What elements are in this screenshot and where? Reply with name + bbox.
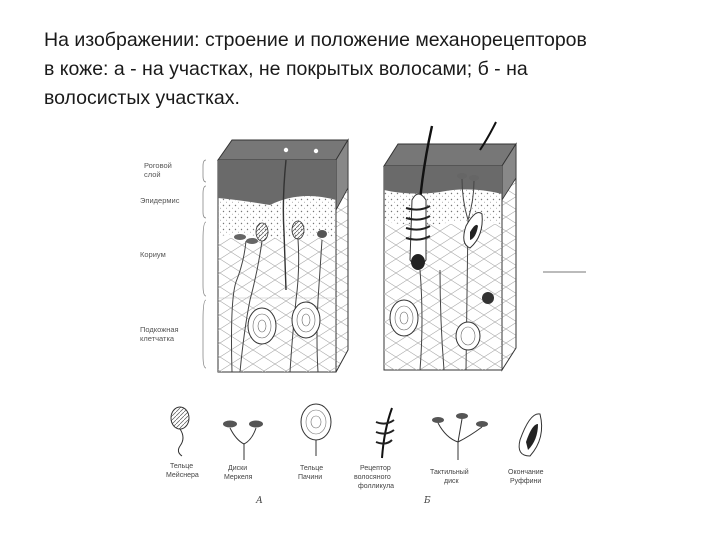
figure-caption: На изображении: строение и положение мех…	[44, 26, 684, 113]
receptor-label: Тельце	[300, 465, 323, 472]
tactile-disc-icon	[432, 413, 488, 460]
receptor-label: Мейснера	[166, 471, 199, 479]
receptor-label: диск	[444, 478, 459, 485]
panel-mark-a: А	[255, 496, 263, 506]
label-subcutis-2: клетчатка	[140, 334, 175, 343]
label-dermis: Кориум	[140, 250, 166, 259]
receptor-label: Диски	[228, 465, 247, 472]
hair-follicle-receptor-icon	[375, 407, 395, 459]
label-subcutis-1: Подкожная	[140, 325, 179, 334]
label-epidermis: Эпидермис	[140, 196, 180, 205]
receptor-label: Пачини	[298, 474, 322, 481]
skin-block-a	[217, 138, 349, 373]
label-stratum-corneum-2: слой	[144, 170, 161, 179]
ruffini-ending-icon	[518, 413, 543, 457]
skin-block-b	[383, 121, 517, 372]
receptor-label: фолликула	[358, 483, 394, 490]
meissner-corpuscle-icon	[170, 406, 190, 457]
receptor-label: Руффини	[510, 478, 541, 485]
caption-line-3: волосистых участках.	[44, 87, 240, 109]
receptor-label: волосяного	[354, 474, 391, 481]
receptor-label: Рецептор	[360, 465, 391, 472]
receptor-label: Тельце	[170, 463, 193, 470]
merkel-disc-icon	[223, 420, 263, 460]
label-stratum-corneum-1: Роговой	[144, 161, 172, 170]
caption-line-2: в коже: а - на участках, не покрытых вол…	[44, 58, 528, 80]
receptor-label: Меркеля	[224, 474, 253, 481]
caption-line-1: На изображении: строение и положение мех…	[44, 29, 587, 51]
receptor-label: Окончание	[508, 469, 544, 476]
layer-labels: Роговой слой Эпидермис Кориум Подкожная …	[140, 159, 207, 369]
panel-mark-b: Б	[423, 496, 431, 506]
receptor-captions: Тельце Мейснера Диски Меркеля Тельце Пач…	[166, 463, 544, 490]
receptor-label: Тактильный	[430, 468, 469, 476]
pacinian-corpuscle-icon	[300, 403, 332, 456]
